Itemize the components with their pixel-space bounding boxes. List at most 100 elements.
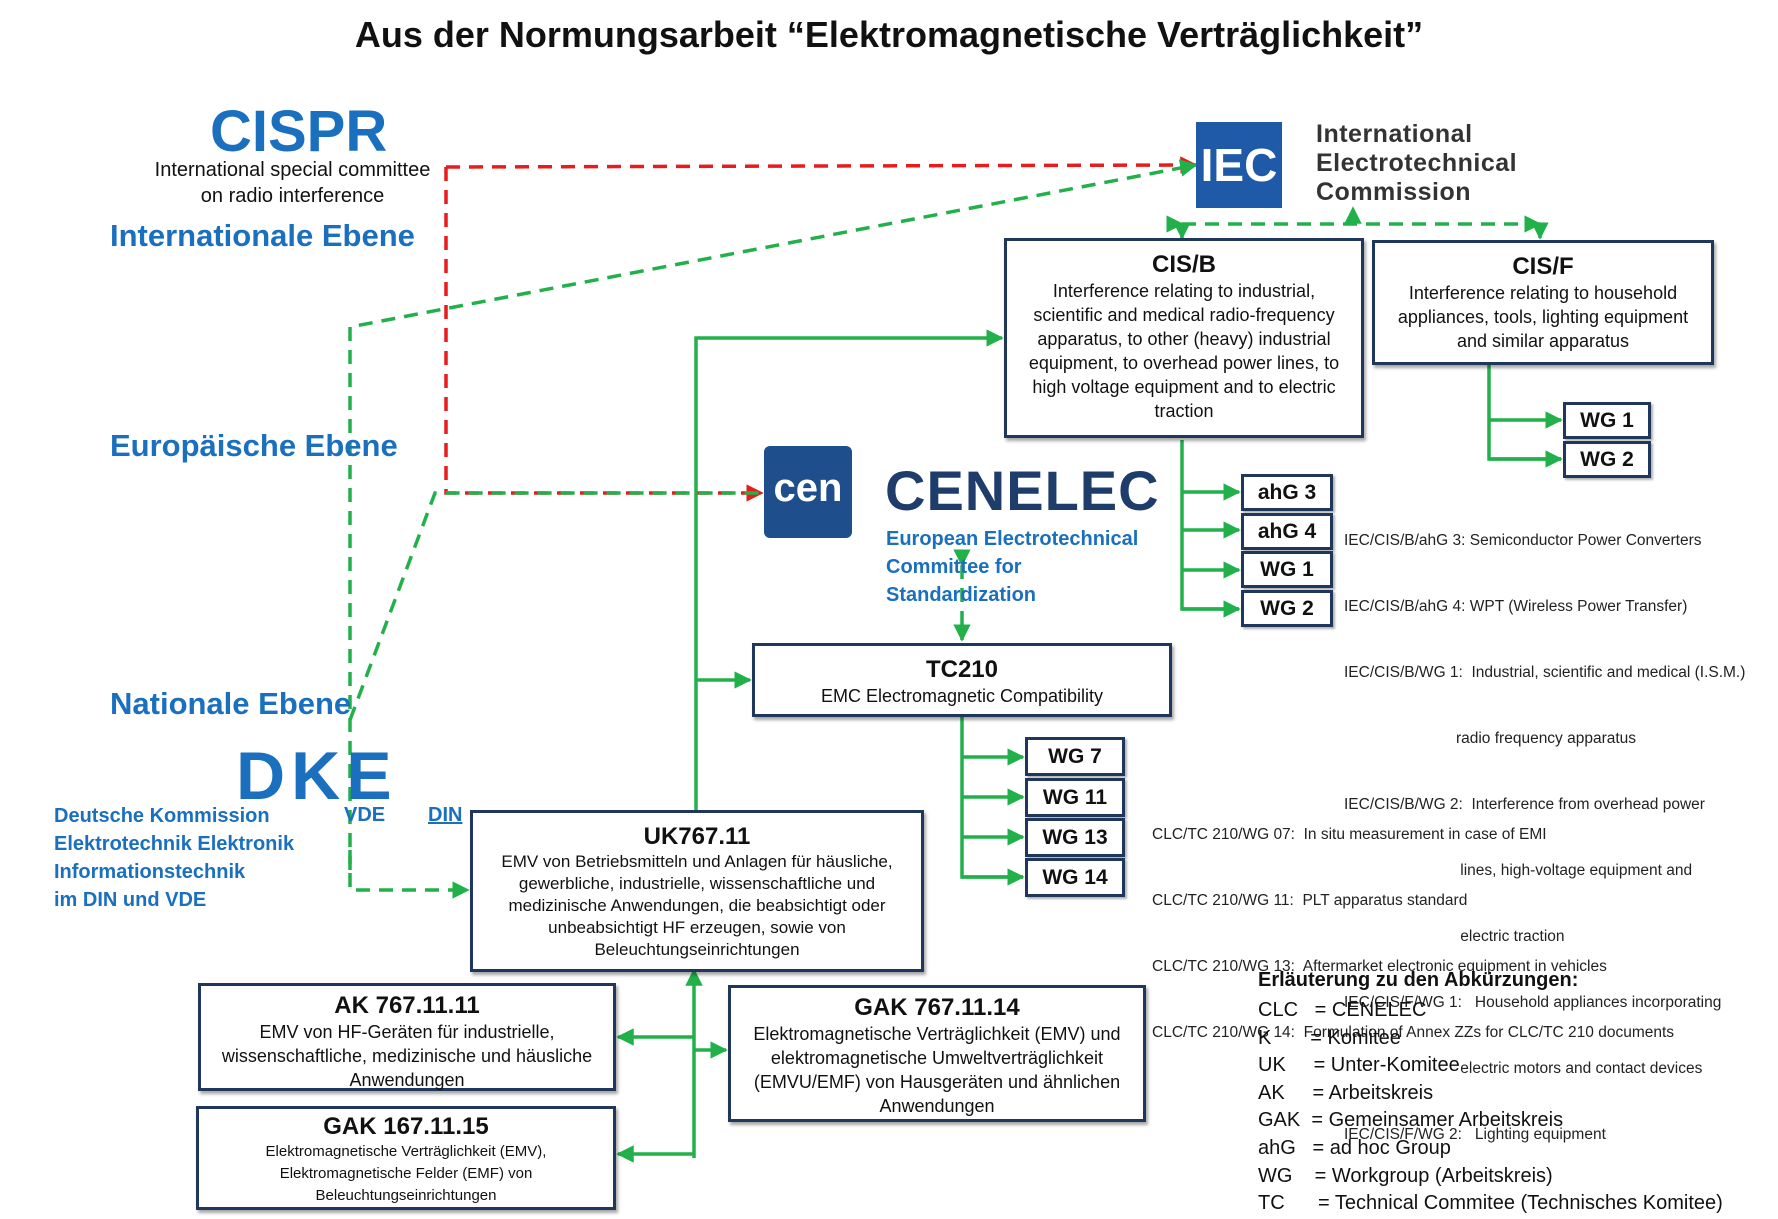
legend-row: WG = Workgroup (Arbeitskreis)	[1258, 1164, 1553, 1187]
cisb-ahg3-box: ahG 3	[1241, 474, 1333, 511]
dke-line3: Informationstechnik	[54, 861, 246, 883]
uk-line3: medizinische Anwendungen, die beabsichti…	[508, 896, 886, 915]
iec-logo: IEC	[1196, 122, 1282, 208]
tc-note: CLC/TC 210/WG 14: Formulation of Annex Z…	[1152, 1024, 1675, 1041]
gak15-line3: Beleuchtungseinrichtungen	[315, 1187, 497, 1204]
dke-logo: DKE	[236, 738, 398, 814]
gak14-line2: elektromagnetische Umweltverträglichkeit	[770, 1048, 1104, 1068]
level-international: Internationale Ebene	[110, 218, 415, 253]
cispr-line1: International special committee	[154, 159, 431, 181]
tc-wg7-box: WG 7	[1025, 737, 1125, 776]
legend-row: GAK = Gemeinsamer Arbeitskreis	[1258, 1109, 1564, 1132]
cisb-wg2-box: WG 2	[1241, 590, 1333, 627]
legend-row: TC = Technical Commitee (Technisches Kom…	[1258, 1192, 1723, 1215]
iec-note: radio frequency apparatus	[1344, 730, 1637, 747]
tc210-line1: EMC Electromagnetic Compatibility	[820, 686, 1104, 706]
iec-name: International Electrotechnical Commissio…	[1316, 120, 1517, 207]
cisf-line2: appliances, tools, lighting equipment	[1397, 307, 1689, 327]
gak15-box: GAK 167.11.15 Elektromagnetische Verträg…	[196, 1106, 616, 1210]
cenelec-description: European Electrotechnical Committee for …	[886, 525, 1138, 609]
legend-row: AK = Arbeitskreis	[1258, 1081, 1434, 1104]
ak-line1: EMV von HF-Geräten für industrielle,	[259, 1022, 555, 1042]
cisf-line1: Interference relating to household	[1408, 283, 1678, 303]
gak15-line2: Elektromagnetische Felder (EMF) von	[279, 1165, 533, 1182]
iec-name-line3: Commission	[1316, 178, 1472, 206]
page-title: Aus der Normungsarbeit “Elektromagnetisc…	[354, 14, 1424, 55]
gak14-line1: Elektromagnetische Verträglichkeit (EMV)…	[753, 1024, 1121, 1044]
legend-row: UK = Unter-Komitee	[1258, 1054, 1460, 1077]
vde-logo: VDE	[344, 804, 386, 826]
gak15-line1: Elektromagnetische Verträglichkeit (EMV)…	[265, 1143, 547, 1160]
ak-title: AK 767.11.11	[334, 992, 480, 1019]
dke-uk-link	[348, 850, 470, 899]
gak14-line4: Anwendungen	[879, 1096, 995, 1116]
uk-line2: gewerbliche, industrielle, wissenschaftl…	[518, 874, 876, 893]
iec-note: IEC/CIS/F/WG 2: Lighting equipment	[1344, 1126, 1606, 1143]
tc-wg13-box: WG 13	[1025, 818, 1125, 857]
cenelec-sub-line1: European Electrotechnical	[886, 528, 1139, 550]
tc-note: CLC/TC 210/WG 11: PLT apparatus standard	[1152, 892, 1468, 909]
uk-title: UK767.11	[643, 823, 751, 850]
iec-note: IEC/CIS/B/WG 2: Interference from overhe…	[1344, 796, 1705, 813]
cisb-line5: high voltage equipment and to electric	[1032, 377, 1336, 397]
iec-name-line2: Electrotechnical	[1316, 149, 1518, 177]
cisf-line3: and similar apparatus	[1456, 331, 1630, 351]
cenelec-sub-line3: Standardization	[886, 584, 1037, 606]
cispr-iec-link	[445, 156, 1198, 174]
iec-note: IEC/CIS/B/ahG 3: Semiconductor Power Con…	[1344, 532, 1702, 549]
cisb-ahg4-box: ahG 4	[1241, 513, 1333, 550]
cisb-line1: Interference relating to industrial,	[1052, 281, 1316, 301]
gak14-title: GAK 767.11.14	[854, 994, 1020, 1021]
iec-note: lines, high-voltage equipment and	[1344, 862, 1693, 879]
din-logo: DIN	[428, 804, 463, 826]
iec-note: IEC/CIS/F/WG 1: Household appliances inc…	[1344, 994, 1722, 1011]
tc-wg14-box: WG 14	[1025, 858, 1125, 897]
ak-line2: wissenschaftliche, medizinische und häus…	[221, 1046, 593, 1066]
legend-list: CLC = CENELEC K = Komitee UK = Unter-Kom…	[1258, 997, 1723, 1218]
cisb-line4: equipment, to overhead power lines, to	[1028, 353, 1340, 373]
cisf-title: CIS/F	[1512, 253, 1574, 280]
dke-description: Deutsche Kommission Elektrotechnik Elekt…	[54, 802, 294, 914]
uk-line1: EMV von Betriebsmitteln und Anlagen für …	[501, 852, 893, 871]
gak15-title: GAK 167.11.15	[323, 1113, 489, 1140]
iec-note: electric motors and contact devices	[1344, 1060, 1703, 1077]
dke-line4: im DIN und VDE	[54, 889, 207, 911]
level-national: Nationale Ebene	[110, 686, 352, 721]
legend-row: CLC = CENELEC	[1258, 999, 1427, 1021]
tc-note: CLC/TC 210/WG 13: Aftermarket electronic…	[1152, 958, 1607, 975]
iec-name-line1: International	[1316, 120, 1473, 148]
gak14-line3: (EMVU/EMF) von Hausgeräten und ähnlichen	[753, 1072, 1121, 1092]
cisb-title: CIS/B	[1151, 251, 1216, 278]
cisb-wg-trunk	[1180, 440, 1239, 611]
uk-box: UK767.11 EMV von Betriebsmitteln und Anl…	[470, 810, 924, 972]
iec-note: IEC/CIS/B/WG 1: Industrial, scientific a…	[1344, 664, 1746, 681]
ak-line3: Anwendungen	[349, 1070, 465, 1090]
cisf-wg2-box: WG 2	[1563, 441, 1651, 478]
tc210-title: TC210	[925, 656, 999, 683]
gak14-box: GAK 767.11.14 Elektromagnetische Verträg…	[728, 985, 1146, 1122]
cisf-box: CIS/F Interference relating to household…	[1372, 240, 1714, 365]
cisb-box: CIS/B Interference relating to industria…	[1004, 238, 1364, 438]
tc210-box: TC210 EMC Electromagnetic Compatibility	[752, 643, 1172, 717]
dke-line2: Elektrotechnik Elektronik	[54, 833, 295, 855]
legend-title: Erläuterung zu den Abkürzungen:	[1258, 969, 1579, 991]
tc-wg11-box: WG 11	[1025, 778, 1125, 817]
cenelec-sub-line2: Committee for	[886, 556, 1022, 578]
cisb-line2: scientific and medical radio-frequency	[1033, 305, 1335, 325]
cispr-cenelec-link	[444, 167, 764, 502]
cisb-line3: apparatus, to other (heavy) industrial	[1037, 329, 1331, 349]
tc-note: CLC/TC 210/WG 07: In situ measurement in…	[1152, 826, 1547, 843]
cisf-wg1-box: WG 1	[1563, 402, 1651, 439]
ak-box: AK 767.11.11 EMV von HF-Geräten für indu…	[198, 983, 616, 1091]
iec-notes: IEC/CIS/B/ahG 3: Semiconductor Power Con…	[1344, 486, 1745, 1168]
iec-note: electric traction	[1344, 928, 1565, 945]
legend-row: ahG = ad hoc Group	[1258, 1136, 1451, 1159]
cispr-acronym: CISPR	[210, 99, 388, 164]
cispr-line2: on radio interference	[200, 185, 385, 207]
tc-notes: CLC/TC 210/WG 07: In situ measurement in…	[1152, 780, 1674, 1066]
iec-note: IEC/CIS/B/ahG 4: WPT (Wireless Power Tra…	[1344, 598, 1688, 615]
cisf-wg-trunk	[1487, 363, 1561, 461]
cisb-wg1-box: WG 1	[1241, 551, 1333, 588]
cen-logo: cen	[764, 446, 852, 538]
uk-line5: Beleuchtungseinrichtungen	[594, 940, 800, 959]
